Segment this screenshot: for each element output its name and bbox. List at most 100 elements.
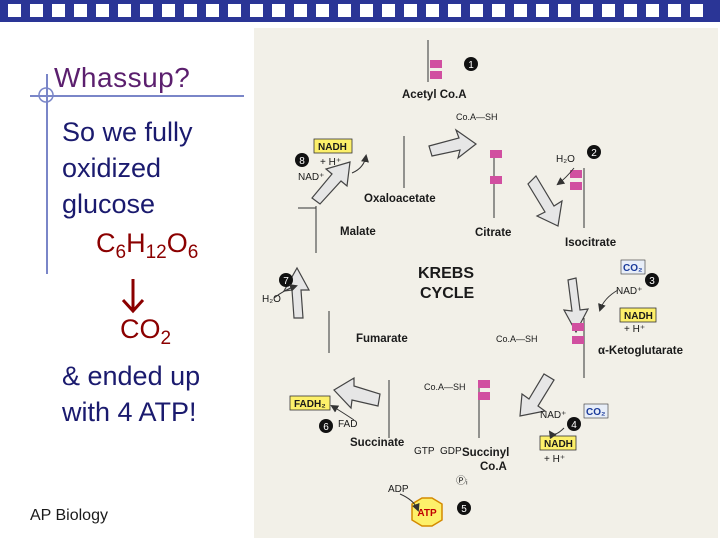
banner-square xyxy=(536,4,549,17)
atp-burst xyxy=(411,497,443,527)
co2-box-4 xyxy=(583,403,609,419)
step-3: 3 xyxy=(649,276,655,287)
footer-label: AP Biology xyxy=(30,507,108,524)
co2-3: CO₂ xyxy=(623,263,642,274)
ended-line-1: & ended up xyxy=(62,361,201,391)
banner-square xyxy=(492,4,505,17)
banner-square xyxy=(74,4,87,17)
coa-sh-succ: Co.A—SH xyxy=(424,382,466,392)
succinyl-label-1: Succinyl xyxy=(462,447,509,459)
banner-square xyxy=(690,4,703,17)
body-line-1: So we fully xyxy=(62,117,193,147)
crosshair-icon xyxy=(38,87,54,103)
cycle-arrows xyxy=(282,128,590,417)
akg-label: α-Ketoglutarate xyxy=(598,345,683,357)
banner-square xyxy=(382,4,395,17)
nadh-3: NADH xyxy=(624,311,653,322)
h-plus-4: + H⁺ xyxy=(544,454,565,465)
acetyl-coa-label: Acetyl Co.A xyxy=(402,89,467,101)
coa-sh-akg: Co.A—SH xyxy=(496,334,538,344)
banner-square xyxy=(602,4,615,17)
fadh2: FADH₂ xyxy=(294,399,326,410)
succinate-label: Succinate xyxy=(350,437,404,449)
nad-plus-8: NAD⁺ xyxy=(298,172,324,183)
h2o-2: H₂O xyxy=(556,154,575,165)
nadh-box-4 xyxy=(539,435,577,451)
citrate-label: Citrate xyxy=(475,227,511,239)
body-line-3: glucose xyxy=(62,189,156,219)
ended-line-2: with 4 ATP! xyxy=(62,397,197,427)
coa-sh-1: Co.A—SH xyxy=(456,112,498,122)
step-8: 8 xyxy=(299,156,305,167)
banner-square xyxy=(426,4,439,17)
slide-title: Whassup? xyxy=(54,62,191,93)
nad-plus-4: NAD⁺ xyxy=(540,410,566,421)
adp: ADP xyxy=(388,484,409,495)
succinyl-label-2: Co.A xyxy=(480,461,507,473)
nadh-box-3 xyxy=(619,307,657,323)
krebs-cycle-diagram: Acetyl Co.A Oxaloacetate Citrate Isocitr… xyxy=(254,28,718,538)
oxaloacetate-label: Oxaloacetate xyxy=(364,193,436,205)
banner-square xyxy=(360,4,373,17)
step-7: 7 xyxy=(283,276,289,287)
krebs-cycle-svg: Acetyl Co.A Oxaloacetate Citrate Isocitr… xyxy=(262,40,683,527)
decor-vertical-line xyxy=(46,74,48,274)
banner-square xyxy=(646,4,659,17)
banner-square xyxy=(514,4,527,17)
h-plus-3: + H⁺ xyxy=(624,324,645,335)
pi: Ⓟᵢ xyxy=(456,475,468,487)
co2-product: CO2 xyxy=(120,314,172,349)
pink-atom-marks xyxy=(430,60,584,400)
top-banner xyxy=(0,0,720,22)
nadh-4: NADH xyxy=(544,439,573,450)
nadh-8: NADH xyxy=(318,142,347,153)
cofactor-arrows xyxy=(273,154,619,512)
h-plus-8: + H⁺ xyxy=(320,157,341,168)
nad-plus-3: NAD⁺ xyxy=(616,286,642,297)
fumarate-label: Fumarate xyxy=(356,333,408,345)
cycle-label: CYCLE xyxy=(420,285,475,302)
banner-square xyxy=(184,4,197,17)
decor-horizontal-line xyxy=(30,95,244,97)
gtp: GTP xyxy=(414,446,435,457)
banner-square xyxy=(294,4,307,17)
fadh2-box xyxy=(289,395,331,411)
banner-square xyxy=(250,4,263,17)
step-5: 5 xyxy=(461,504,467,515)
gdp: GDP xyxy=(440,446,462,457)
body-line-2: oxidized xyxy=(62,153,162,183)
isocitrate-label: Isocitrate xyxy=(565,237,616,249)
step-markers: 1 2 3 4 5 6 7 8 xyxy=(279,57,659,515)
banner-square xyxy=(448,4,461,17)
banner-square xyxy=(624,4,637,17)
fad: FAD xyxy=(338,419,357,430)
banner-square xyxy=(470,4,483,17)
co2-box-3 xyxy=(620,259,646,275)
step-4: 4 xyxy=(571,420,577,431)
nadh-box-8 xyxy=(313,138,353,154)
step-1: 1 xyxy=(468,60,474,71)
step-2: 2 xyxy=(591,148,597,159)
malate-label: Malate xyxy=(340,226,376,238)
down-arrow-icon xyxy=(121,279,145,314)
banner-square xyxy=(272,4,285,17)
banner-square xyxy=(140,4,153,17)
banner-square xyxy=(30,4,43,17)
banner-square xyxy=(228,4,241,17)
co2-4: CO₂ xyxy=(586,407,605,418)
banner-square xyxy=(162,4,175,17)
banner-square xyxy=(96,4,109,17)
banner-square xyxy=(558,4,571,17)
step-6: 6 xyxy=(323,422,329,433)
atp: ATP xyxy=(417,508,437,519)
banner-square xyxy=(668,4,681,17)
banner-square xyxy=(118,4,131,17)
glucose-formula: C6H12O6 xyxy=(96,228,199,263)
h2o-7: H₂O xyxy=(262,294,281,305)
banner-square xyxy=(52,4,65,17)
banner-square xyxy=(338,4,351,17)
banner-square xyxy=(316,4,329,17)
banner-square xyxy=(404,4,417,17)
banner-square xyxy=(206,4,219,17)
banner-square xyxy=(8,4,21,17)
